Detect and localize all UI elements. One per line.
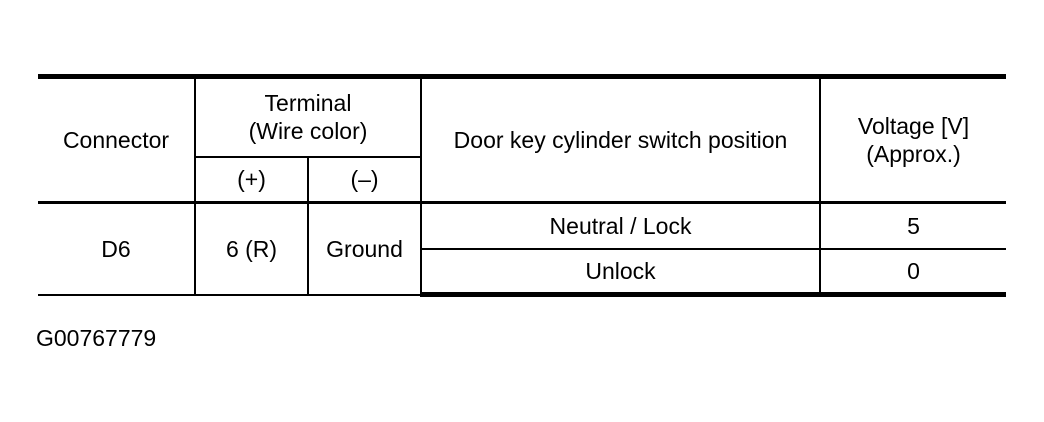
header-terminal-minus-label: (–) xyxy=(350,166,379,193)
header-connector: Connector xyxy=(38,74,196,204)
table-row: Unlock 0 xyxy=(38,247,1006,297)
header-terminal: Terminal (Wire color) xyxy=(194,74,422,158)
cell-voltage: 0 xyxy=(819,247,1006,297)
cell-terminal-plus-value: 6 (R) xyxy=(225,235,278,262)
header-terminal-plus-label: (+) xyxy=(237,166,266,193)
table-row: D6 6 (R) Ground Neutral / Lock 5 xyxy=(38,201,1006,296)
header-voltage: Voltage [V] (Approx.) xyxy=(819,74,1006,204)
cell-switch-position: Neutral / Lock xyxy=(420,201,821,250)
cell-terminal-minus-value: Ground xyxy=(326,235,403,262)
cell-terminal-plus: 6 (R) xyxy=(194,201,309,296)
cell-voltage-value: 5 xyxy=(907,212,920,239)
cell-switch-position-value: Unlock xyxy=(585,257,656,284)
cell-switch-position-value: Neutral / Lock xyxy=(549,212,692,239)
header-connector-label: Connector xyxy=(62,127,170,153)
header-switch-position-label: Door key cylinder switch position xyxy=(453,127,788,153)
header-voltage-label: Voltage [V] (Approx.) xyxy=(857,113,970,167)
terminal-voltage-table: Connector Terminal (Wire color) Door key… xyxy=(38,74,1006,297)
cell-voltage-value: 0 xyxy=(907,257,920,284)
header-terminal-minus: (–) xyxy=(307,155,422,204)
figure-id: G00767779 xyxy=(36,325,157,351)
cell-switch-position: Unlock xyxy=(420,247,821,297)
cell-voltage: 5 xyxy=(819,201,1006,250)
cell-connector: D6 xyxy=(38,201,196,296)
header-switch-position: Door key cylinder switch position xyxy=(420,74,821,204)
header-terminal-label: Terminal (Wire color) xyxy=(248,90,368,145)
cell-terminal-minus: Ground xyxy=(307,201,422,296)
header-terminal-plus: (+) xyxy=(194,155,309,204)
cell-connector-value: D6 xyxy=(101,235,131,262)
